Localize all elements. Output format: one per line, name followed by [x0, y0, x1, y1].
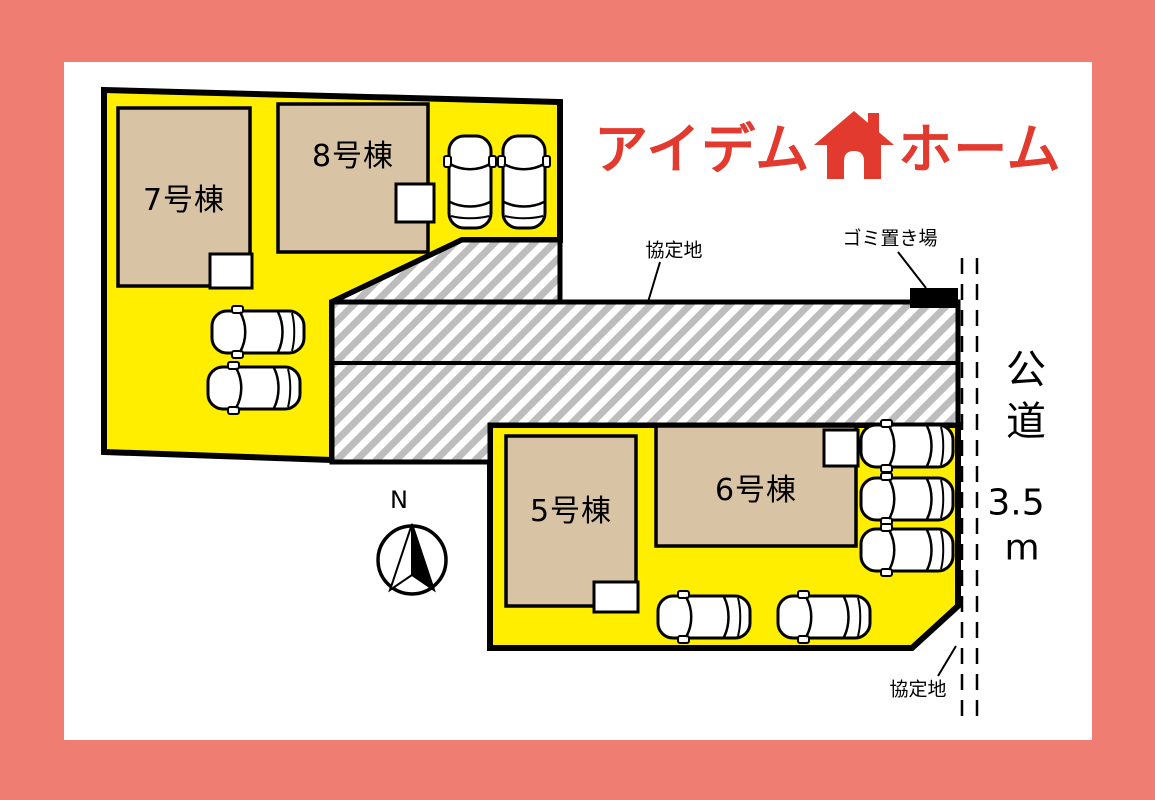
building-7-porch	[208, 252, 254, 290]
car-icon	[656, 589, 752, 645]
agreement-land-label-bottom: 協定地	[889, 678, 947, 701]
north-compass-icon	[376, 523, 448, 596]
car-icon	[442, 134, 498, 230]
agreement-land-label-top: 協定地	[645, 239, 703, 262]
building-5-label: 5号棟	[529, 494, 613, 529]
building-5-porch	[592, 580, 640, 614]
brand-logo: アイデム ホーム	[594, 104, 1062, 184]
car-icon	[206, 360, 302, 416]
building-7-label: 7号棟	[142, 183, 226, 218]
car-icon	[210, 304, 306, 360]
compass-north-label: N	[390, 486, 408, 514]
house-icon	[814, 111, 895, 179]
building-8-label: 8号棟	[311, 139, 395, 174]
public-road-label: 公道	[999, 348, 1045, 452]
car-icon	[776, 589, 872, 645]
car-icon	[859, 418, 955, 474]
building-6-porch	[822, 428, 860, 468]
garbage-area-label: ゴミ置き場	[842, 227, 938, 250]
car-icon	[859, 471, 955, 527]
building-8-porch	[394, 182, 436, 224]
building-8	[276, 102, 430, 254]
building-5	[504, 434, 638, 608]
car-icon	[496, 134, 552, 230]
car-icon	[859, 522, 955, 578]
leader-agreement-top	[647, 261, 661, 303]
logo-text-right: ホーム	[898, 117, 1062, 181]
logo-text-left: アイデム	[594, 117, 811, 181]
road-width-value: 3.5	[987, 482, 1045, 524]
building-6-label: 6号棟	[714, 473, 798, 508]
leader-garbage	[897, 251, 927, 289]
road-width-unit: m	[1004, 527, 1040, 569]
leader-agreement-bottom	[937, 645, 957, 677]
garbage-area-marker	[910, 288, 958, 308]
